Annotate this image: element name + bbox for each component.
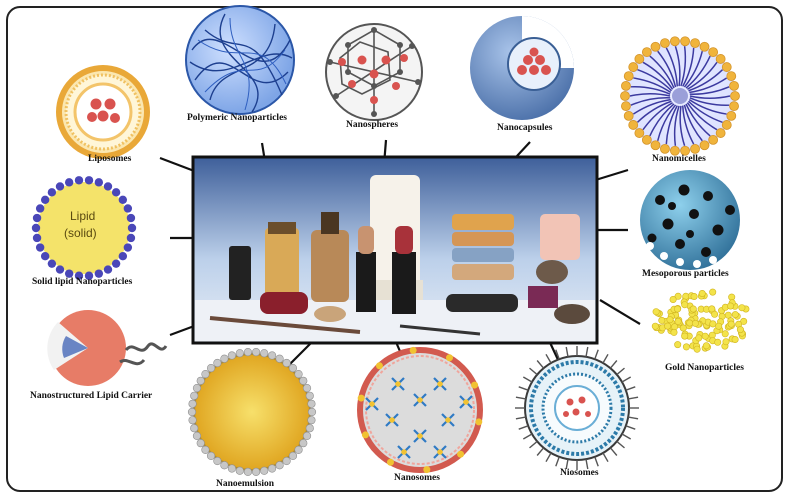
nanomicelles-diagram: Nanomicelles [620, 36, 740, 164]
nanocapsules-label: Nanocapsules [497, 123, 553, 133]
gold-label: Gold Nanoparticles [665, 363, 744, 373]
gold-nanoparticles-diagram: Gold Nanoparticles [651, 288, 750, 373]
mesoporous-particles-diagram: Mesoporous particles [640, 170, 740, 279]
nanomicelles-label: Nanomicelles [652, 154, 706, 164]
sln-inner-text-1: Lipid [70, 209, 95, 223]
cosmetics-products-photo [191, 155, 599, 345]
niosomes-diagram: Niosomes [515, 346, 639, 478]
niosomes-label: Niosomes [560, 468, 599, 478]
polymeric-nanoparticles-diagram: Polymeric Nanoparticles [185, 5, 295, 123]
sln-label: Solid lipid Nanoparticles [32, 277, 133, 287]
nanosomes-diagram: Nanosomes [357, 346, 483, 483]
liposomes-diagram: Liposomes [56, 65, 150, 164]
liposomes-label: Liposomes [88, 154, 132, 164]
nanocapsules-diagram: Nanocapsules [470, 16, 574, 133]
nlc-diagram: Nanostructured Lipid Carrier [30, 310, 168, 401]
nlc-label: Nanostructured Lipid Carrier [30, 391, 153, 401]
nanoemulsion-label: Nanoemulsion [216, 479, 275, 489]
mesoporous-label: Mesoporous particles [642, 269, 729, 279]
polymeric-label: Polymeric Nanoparticles [187, 113, 287, 123]
solid-lipid-nanoparticles-diagram: Lipid (solid) Solid lipid Nanoparticles [31, 176, 137, 287]
nanosomes-label: Nanosomes [394, 473, 440, 483]
sln-inner-text-2: (solid) [64, 226, 97, 240]
nanoemulsion-diagram: Nanoemulsion [187, 348, 317, 489]
nanospheres-label: Nanospheres [346, 120, 398, 130]
nanospheres-diagram: Nanospheres [325, 23, 423, 130]
